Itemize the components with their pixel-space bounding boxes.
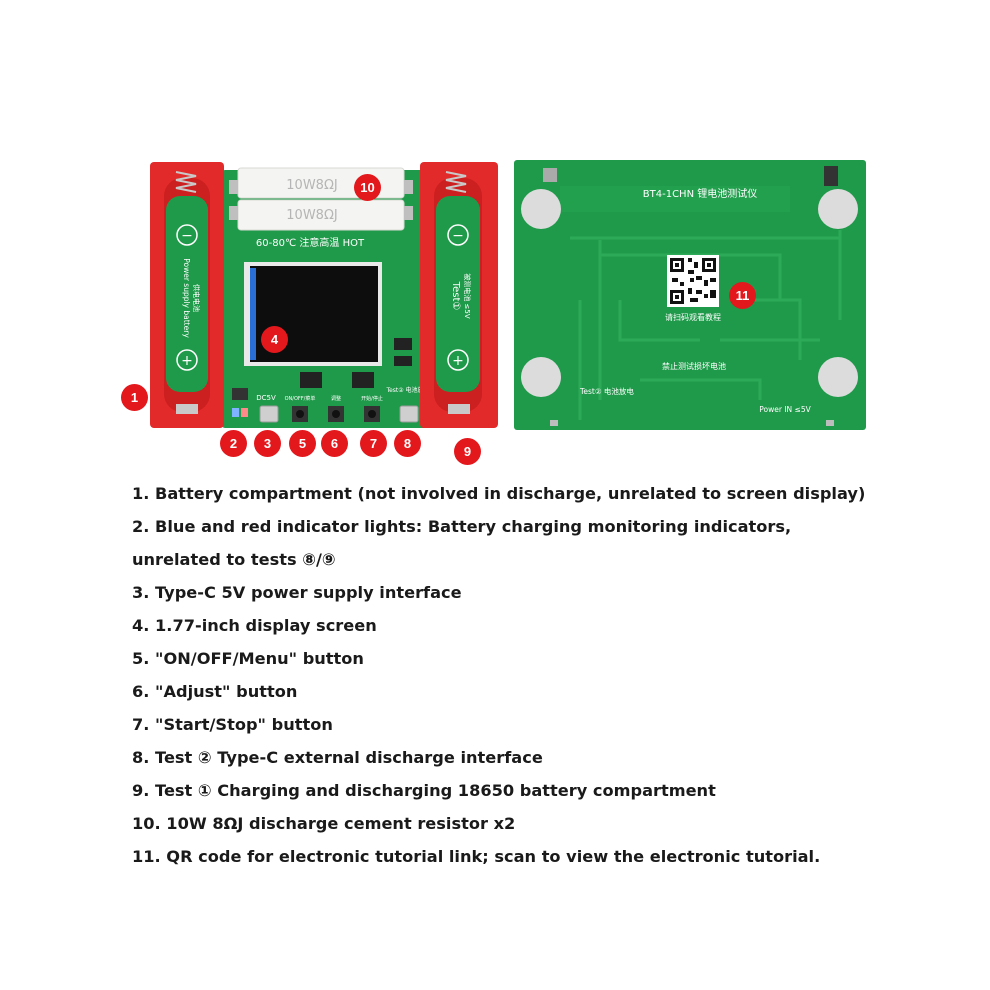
legend-item-10: 10. 10W 8ΩJ discharge cement resistor x2 — [132, 814, 516, 833]
callout-badge-8: 8 — [394, 430, 421, 457]
button-cap — [332, 410, 340, 418]
display-flex-cable — [250, 268, 256, 360]
standoff-foot — [521, 189, 561, 229]
red-led-icon — [241, 408, 248, 417]
typec-discharge-port — [399, 405, 419, 423]
legend-item-11: 11. QR code for electronic tutorial link… — [132, 847, 821, 866]
solder-pad — [543, 168, 557, 182]
hot-warning-label: 60-80℃ 注意高温 HOT — [256, 236, 365, 249]
chip — [352, 372, 374, 388]
legend-item-4: 4. 1.77-inch display screen — [132, 616, 377, 635]
spring-icon — [445, 171, 467, 193]
callout-badge-4: 4 — [261, 326, 288, 353]
chip — [300, 372, 322, 388]
product-figure: 10W8ΩJ 10W8ΩJ 60-80℃ 注意高温 HOT DC5V — [0, 0, 990, 470]
right-holder-pcb — [436, 196, 480, 392]
minus-icon — [176, 224, 198, 246]
minus-symbol: − — [452, 228, 464, 244]
solder-pad — [826, 420, 834, 426]
legend-item-3: 3. Type-C 5V power supply interface — [132, 583, 462, 602]
callout-badge-5: 5 — [289, 430, 316, 457]
solder-pad — [550, 420, 558, 426]
standoff-foot — [818, 357, 858, 397]
chip — [394, 356, 412, 366]
qr-code-icon — [667, 255, 719, 307]
model-label: BT4-1CHN 锂电池测试仪 — [643, 187, 757, 200]
legend-item-8: 8. Test ② Type-C external discharge inte… — [132, 748, 543, 767]
legend-item-7: 7. "Start/Stop" button — [132, 715, 333, 734]
callout-badge-6: 6 — [321, 430, 348, 457]
product-illustration: 10W8ΩJ 10W8ΩJ 60-80℃ 注意高温 HOT DC5V — [150, 160, 866, 430]
spring-icon — [175, 171, 197, 193]
adjust-label: 调整 — [331, 395, 341, 402]
left-board: 10W8ΩJ 10W8ΩJ 60-80℃ 注意高温 HOT DC5V — [222, 167, 434, 428]
minus-icon — [447, 224, 469, 246]
callout-badge-11: 11 — [729, 282, 756, 309]
pcb-label-area — [560, 186, 790, 212]
legend-item-1: 1. Battery compartment (not involved in … — [132, 484, 866, 503]
battery-warning-label: 禁止测试损坏电池 — [662, 361, 726, 371]
test-battery-holder: − + Test① 被测电池 ≤5V — [420, 162, 498, 428]
solder-pad — [824, 166, 838, 186]
typec-power-port — [259, 405, 279, 423]
callout-badge-1: 1 — [121, 384, 148, 411]
standoff-foot — [521, 357, 561, 397]
right-holder-label-en: Test① — [450, 281, 461, 311]
qr-caption: 请扫码观看教程 — [665, 312, 721, 322]
test2-port-label: Test② 电池放电 — [385, 386, 429, 394]
callout-badge-9: 9 — [454, 438, 481, 465]
minus-symbol: − — [181, 228, 193, 244]
power-battery-holder: − + Power supply battery 供电电池 — [150, 162, 224, 428]
feature-legend: 1. Battery compartment (not involved in … — [132, 477, 952, 873]
left-holder-label-en: Power supply battery — [182, 258, 191, 338]
right-board: BT4-1CHN 锂电池测试仪 — [514, 160, 866, 430]
resistor-label-1: 10W8ΩJ — [286, 178, 337, 193]
button-cap — [368, 410, 376, 418]
legend-item-9: 9. Test ① Charging and discharging 18650… — [132, 781, 716, 800]
plus-symbol: + — [452, 353, 464, 369]
callout-badge-2: 2 — [220, 430, 247, 457]
dc5v-label: DC5V — [256, 394, 276, 402]
resistor-pin — [229, 206, 238, 220]
resistor-pin — [404, 180, 413, 194]
plus-icon — [447, 349, 469, 371]
resistor-pin — [404, 206, 413, 220]
plus-symbol: + — [181, 353, 193, 369]
contact-plate — [448, 404, 470, 414]
chip — [394, 338, 412, 350]
left-holder-pcb — [166, 196, 208, 392]
test2-back-label: Test② 电池放电 — [579, 386, 634, 396]
callout-badge-3: 3 — [254, 430, 281, 457]
callout-badge-7: 7 — [360, 430, 387, 457]
resistor-label-2: 10W8ΩJ — [286, 208, 337, 223]
onoff-label: ON/OFF/菜单 — [285, 395, 316, 402]
contact-plate — [176, 404, 198, 414]
startstop-label: 开始/停止 — [361, 395, 383, 402]
power-in-label: Power IN ≤5V — [759, 405, 811, 414]
legend-item-6: 6. "Adjust" button — [132, 682, 298, 701]
left-holder-label-cn: 供电电池 — [192, 284, 201, 312]
resistor-pin — [229, 180, 238, 194]
legend-item-5: 5. "ON/OFF/Menu" button — [132, 649, 364, 668]
blue-led-icon — [232, 408, 239, 417]
plus-icon — [176, 349, 198, 371]
legend-item-2: 2. Blue and red indicator lights: Batter… — [132, 517, 792, 569]
button-cap — [296, 410, 304, 418]
callout-badge-10: 10 — [354, 174, 381, 201]
standoff-foot — [818, 189, 858, 229]
chip — [232, 388, 248, 400]
right-holder-label-cn: 被测电池 ≤5V — [463, 273, 472, 319]
